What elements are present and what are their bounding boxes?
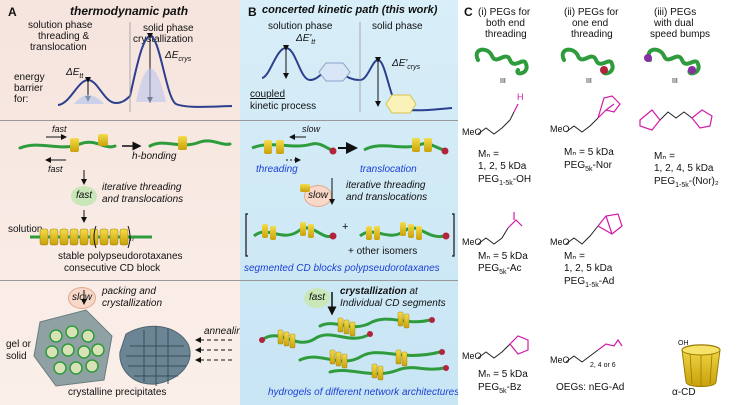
divider (0, 280, 240, 281)
panel-letter-c: C (464, 5, 473, 19)
cd-oh-label: OH (678, 340, 689, 347)
badge-fast: fast (71, 186, 97, 206)
badge-slow: slow (304, 185, 332, 207)
delta-e-tt: ΔE'tt (296, 33, 316, 46)
cd-label: α-CD (672, 387, 696, 398)
c2r1-name: PEG5k-Nor (564, 160, 612, 173)
label-translocation: translocation (360, 164, 417, 175)
label-fast-bottom: fast (48, 164, 63, 174)
panel-letter-b: B (248, 5, 257, 19)
label-for: for: (14, 94, 29, 105)
label-solution-phase: solution phase (28, 20, 93, 31)
meo-2: MeO (462, 237, 482, 247)
col1-title-2: both end (486, 18, 525, 29)
label-iterative2: and translocations (346, 192, 428, 203)
label-n: n (130, 236, 134, 243)
c3r1-mn: Mₙ = (654, 151, 675, 162)
label-solid-phase: solid phase (372, 21, 423, 32)
c2r1-mn: Mₙ = 5 kDa (564, 147, 614, 158)
c1r2-mn: Mₙ = 5 kDa (478, 251, 528, 262)
label-energy: energy (14, 72, 45, 83)
c3r1-name: PEG1-5k-(Nor)₂ (654, 176, 719, 189)
panel-b-title: concerted kinetic path (this work) (262, 4, 438, 16)
label-barrier: barrier (14, 83, 43, 94)
label-kinetic-process: kinetic process (250, 101, 317, 112)
label-slow: slow (302, 124, 321, 134)
c2r2-mn2: 1, 2, 5 kDa (564, 263, 613, 274)
panel-letter-a: A (8, 5, 17, 19)
col2-title-1: (ii) PEGs for (564, 7, 619, 18)
c1r1-mn2: 1, 2, 5 kDa (478, 161, 527, 172)
energy-curve-b (261, 46, 453, 112)
c2r2-mn: Mₙ = (564, 251, 585, 262)
label-solid: solid (6, 351, 27, 362)
label-other-isomers: + other isomers (348, 246, 418, 257)
meo-4: MeO (550, 124, 570, 134)
label-plus: + (342, 221, 349, 233)
label-translocation: translocation (30, 42, 87, 53)
label-coupled: coupled (250, 89, 286, 100)
c1r3-mn: Mₙ = 5 kDa (478, 369, 528, 380)
delta-e-crys: ΔE'crys (392, 58, 421, 71)
badge-slow: slow (68, 287, 96, 309)
label-solution: solution (8, 224, 43, 235)
c1r1-name: PEG1-5k-OH (478, 174, 532, 187)
meo-5: MeO (550, 237, 570, 247)
label-packing2: crystallization (102, 298, 163, 309)
c2r3-name: OEGs: nEG-Ad (556, 382, 625, 393)
label-gel-or: gel or (6, 339, 32, 350)
badge-fast: fast (304, 288, 330, 308)
col3-title-3: speed bumps (650, 29, 711, 40)
label-crystallization: crystallization at (340, 286, 418, 297)
panel-a-title: thermodynamic path (70, 4, 189, 18)
col3-title-2: with dual (654, 18, 694, 29)
c1r1-mn: Mₙ = (478, 149, 499, 160)
cd-block (39, 228, 129, 246)
c1r2-name: PEG5k-Ac (478, 263, 522, 276)
label-solid-phase: solid phase (143, 23, 194, 34)
label-crystallization: crystallization (133, 34, 194, 45)
label-stable: stable polypseudorotaxanes (58, 251, 183, 262)
equiv-1: III (500, 78, 506, 85)
label-iterative: iterative threading (346, 180, 426, 191)
h-label: H (517, 92, 524, 102)
meo-3: MeO (462, 351, 482, 361)
label-hydrogels: hydrogels of different network architect… (268, 387, 460, 398)
col3-title-1: (iii) PEGs (654, 7, 697, 18)
divider (240, 280, 458, 281)
divider (0, 120, 240, 121)
label-fast-top: fast (52, 124, 67, 134)
col2-title-2: one end (572, 18, 609, 29)
label-iterative2: and translocations (102, 194, 184, 205)
label-individual: Individual CD segments (340, 298, 446, 309)
label-crystalline: crystalline precipitates (68, 387, 167, 398)
col1-title-1: (i) PEGs for (478, 7, 531, 18)
label-h-bonding: h-bonding (132, 151, 177, 162)
label-annealing: annealing (204, 326, 248, 337)
equiv-3: III (672, 78, 678, 85)
label-segmented: segmented CD blocks polypseudorotaxanes (244, 263, 440, 274)
label-threading: threading & (38, 31, 90, 42)
oeg-sub-label: 2, 4 or 6 (590, 362, 616, 369)
delta-e-tt: ΔEtt (66, 67, 84, 80)
delta-e-crys: ΔEcrys (165, 50, 192, 63)
c2r2-name: PEG1-5k-Ad (564, 276, 615, 289)
label-consecutive: consecutive CD block (64, 263, 161, 274)
meo-6: MeO (550, 355, 570, 365)
meo-1: MeO (462, 127, 482, 137)
divider (240, 120, 458, 121)
col2-title-3: threading (571, 29, 613, 40)
c3r1-mn2: 1, 2, 4, 5 kDa (654, 163, 714, 174)
c1r3-name: PEG5k-Bz (478, 382, 522, 395)
col1-title-3: threading (485, 29, 527, 40)
label-solution-phase: solution phase (268, 21, 333, 32)
equiv-2: III (586, 78, 592, 85)
label-threading: threading (256, 164, 298, 175)
label-iterative: iterative threading (102, 182, 182, 193)
label-packing: packing and (102, 286, 156, 297)
